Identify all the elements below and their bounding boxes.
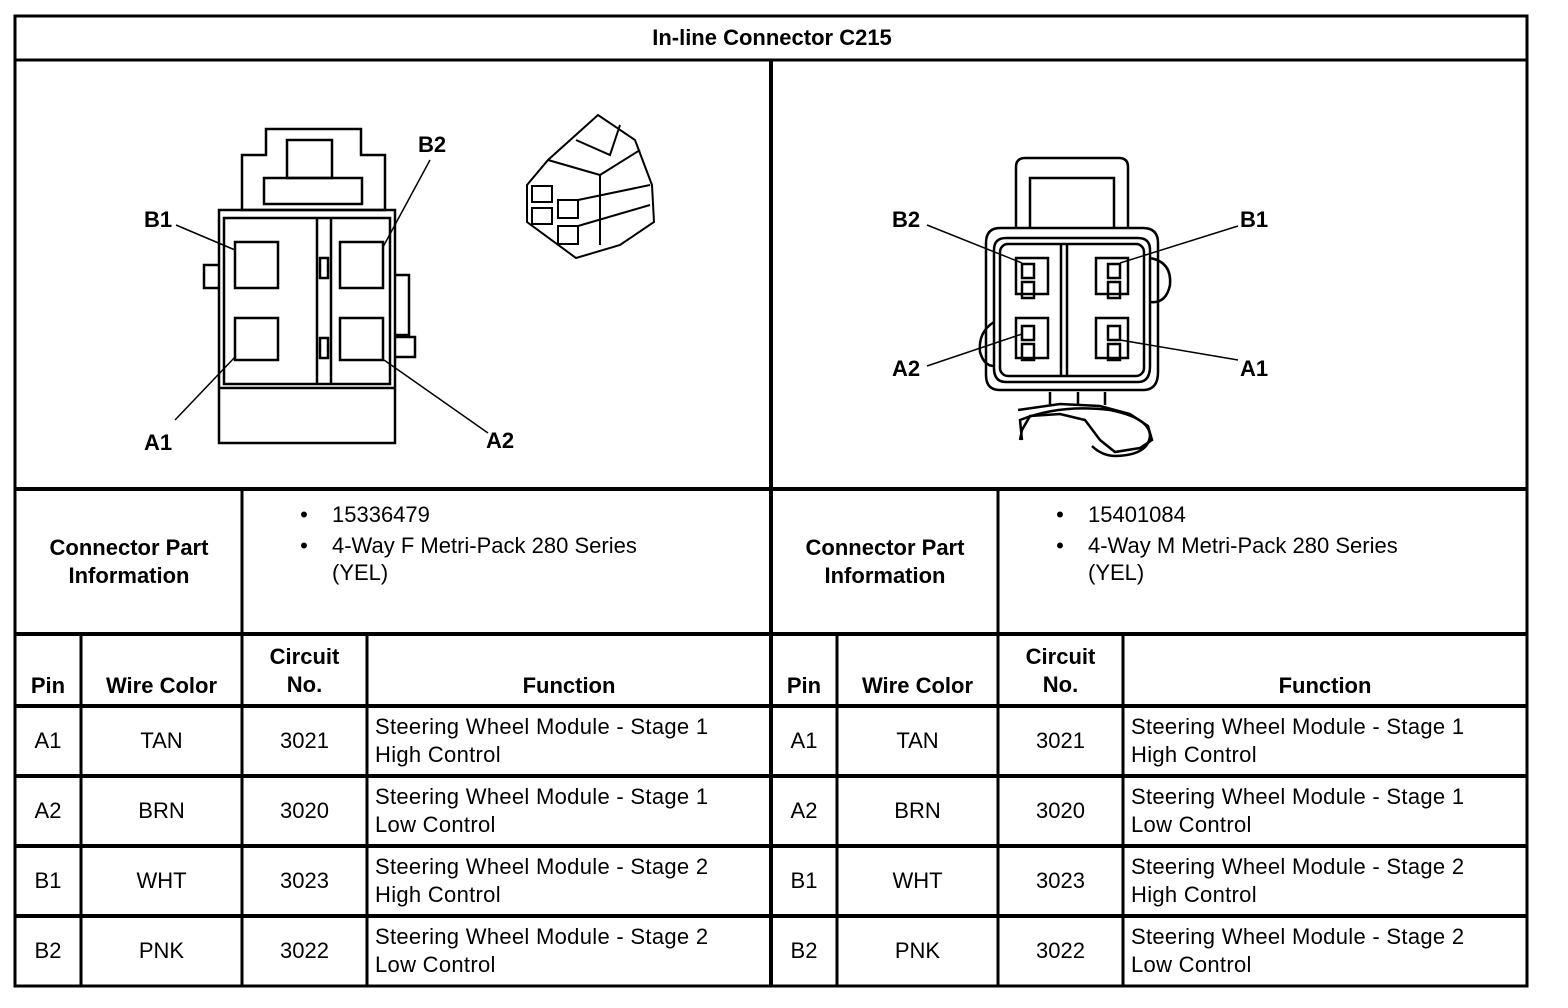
function-line1: Steering Wheel Module - Stage 1 — [375, 784, 709, 809]
table-cell-circuit: 3022 — [280, 938, 329, 963]
right-col-wire-color: Wire Color — [861, 673, 974, 698]
part-color: (YEL) — [332, 560, 389, 585]
bullet-icon: • — [1056, 502, 1064, 527]
table-cell-wire-color: TAN — [140, 728, 183, 753]
part-color: (YEL) — [1088, 560, 1145, 585]
male-label-a2: A2 — [892, 356, 921, 381]
male-label-b1: B1 — [1240, 207, 1269, 232]
male-leader-lines — [926, 224, 1239, 367]
list-item: • 4-Way F Metri-Pack 280 Series — [276, 530, 766, 561]
table-cell-wire-color: BRN — [138, 798, 185, 823]
male-connector-face — [978, 156, 1172, 458]
bullet-icon: • — [300, 502, 308, 527]
right-col-pin: Pin — [786, 673, 822, 698]
function-line1: Steering Wheel Module - Stage 1 — [375, 714, 709, 739]
table-cell-wire-color: PNK — [138, 938, 185, 963]
female-label-a1: A1 — [144, 430, 173, 455]
function-line1: Steering Wheel Module - Stage 2 — [375, 854, 709, 879]
circuit-header-line2: No. — [1042, 672, 1079, 697]
function-line1: Steering Wheel Module - Stage 2 — [375, 924, 709, 949]
function-line2: High Control — [375, 742, 501, 767]
list-item: • 15401084 — [1032, 499, 1522, 530]
table-cell-circuit: 3020 — [280, 798, 329, 823]
table-grid — [13, 14, 1529, 988]
table-cell-wire-color: PNK — [894, 938, 941, 963]
female-label-a2: A2 — [486, 428, 515, 453]
part-number: 15336479 — [332, 502, 430, 527]
table-cell-pin: B2 — [790, 938, 818, 963]
table-cell-circuit: 3020 — [1036, 798, 1085, 823]
table-cell-function: Steering Wheel Module - Stage 1 Low Cont… — [1125, 778, 1525, 844]
table-cell-pin: B2 — [34, 938, 62, 963]
circuit-header-line2: No. — [286, 672, 323, 697]
part-description: 4-Way M Metri-Pack 280 Series — [1088, 533, 1398, 558]
left-col-function: Function — [522, 673, 616, 698]
right-part-info-heading: Connector Part Information — [805, 535, 965, 588]
list-item: (YEL) — [276, 557, 766, 588]
table-cell-circuit: 3021 — [280, 728, 329, 753]
table-cell-pin: B1 — [34, 868, 62, 893]
connector-isometric-icon — [526, 113, 656, 260]
table-cell-circuit: 3021 — [1036, 728, 1085, 753]
male-label-b2: B2 — [892, 207, 921, 232]
table-cell-function: Steering Wheel Module - Stage 1 Low Cont… — [369, 778, 769, 844]
function-line1: Steering Wheel Module - Stage 1 — [1131, 714, 1465, 739]
left-part-info-heading: Connector Part Information — [49, 535, 209, 588]
table-cell-wire-color: TAN — [896, 728, 939, 753]
right-col-function: Function — [1278, 673, 1372, 698]
table-cell-circuit: 3023 — [280, 868, 329, 893]
female-connector-face — [202, 127, 417, 445]
function-line2: High Control — [1131, 742, 1257, 767]
table-cell-function: Steering Wheel Module - Stage 1 High Con… — [369, 708, 769, 774]
function-line2: Low Control — [375, 812, 496, 837]
circuit-header-line1: Circuit — [1025, 644, 1096, 669]
function-line1: Steering Wheel Module - Stage 1 — [1131, 784, 1465, 809]
bullet-icon: • — [1056, 533, 1064, 558]
part-number: 15401084 — [1088, 502, 1186, 527]
left-col-pin: Pin — [30, 673, 66, 698]
right-col-circuit: Circuit No. — [1000, 640, 1121, 702]
table-cell-pin: A2 — [34, 798, 62, 823]
table-cell-pin: B1 — [790, 868, 818, 893]
male-label-a1: A1 — [1240, 356, 1269, 381]
left-part-info-list: • 15336479 • 4-Way F Metri-Pack 280 Series… — [276, 499, 766, 588]
table-cell-function: Steering Wheel Module - Stage 2 Low Cont… — [369, 918, 769, 984]
function-line2: Low Control — [1131, 812, 1252, 837]
table-cell-circuit: 3023 — [1036, 868, 1085, 893]
list-item: • 15336479 — [276, 499, 766, 530]
page-title: In-line Connector C215 — [652, 25, 892, 50]
list-item: • 4-Way M Metri-Pack 280 Series — [1032, 530, 1522, 561]
function-line2: Low Control — [1131, 952, 1252, 977]
table-cell-pin: A1 — [34, 728, 62, 753]
bullet-icon: • — [300, 533, 308, 558]
function-line2: High Control — [375, 882, 501, 907]
function-line2: Low Control — [375, 952, 496, 977]
table-cell-function: Steering Wheel Module - Stage 2 High Con… — [1125, 848, 1525, 914]
female-label-b2: B2 — [418, 132, 447, 157]
female-label-b1: B1 — [144, 207, 173, 232]
list-item: (YEL) — [1032, 557, 1522, 588]
table-cell-wire-color: WHT — [136, 868, 187, 893]
function-line2: High Control — [1131, 882, 1257, 907]
function-line1: Steering Wheel Module - Stage 2 — [1131, 924, 1465, 949]
table-cell-pin: A1 — [790, 728, 818, 753]
table-cell-function: Steering Wheel Module - Stage 2 Low Cont… — [1125, 918, 1525, 984]
table-cell-function: Steering Wheel Module - Stage 1 High Con… — [1125, 708, 1525, 774]
left-col-wire-color: Wire Color — [105, 673, 218, 698]
table-cell-wire-color: WHT — [892, 868, 943, 893]
function-line1: Steering Wheel Module - Stage 2 — [1131, 854, 1465, 879]
left-col-circuit: Circuit No. — [244, 640, 365, 702]
right-part-info-list: • 15401084 • 4-Way M Metri-Pack 280 Series… — [1032, 499, 1522, 588]
table-cell-circuit: 3022 — [1036, 938, 1085, 963]
table-cell-pin: A2 — [790, 798, 818, 823]
table-cell-wire-color: BRN — [894, 798, 941, 823]
table-cell-function: Steering Wheel Module - Stage 2 High Con… — [369, 848, 769, 914]
female-leader-lines — [174, 159, 489, 434]
circuit-header-line1: Circuit — [269, 644, 340, 669]
part-description: 4-Way F Metri-Pack 280 Series — [332, 533, 637, 558]
